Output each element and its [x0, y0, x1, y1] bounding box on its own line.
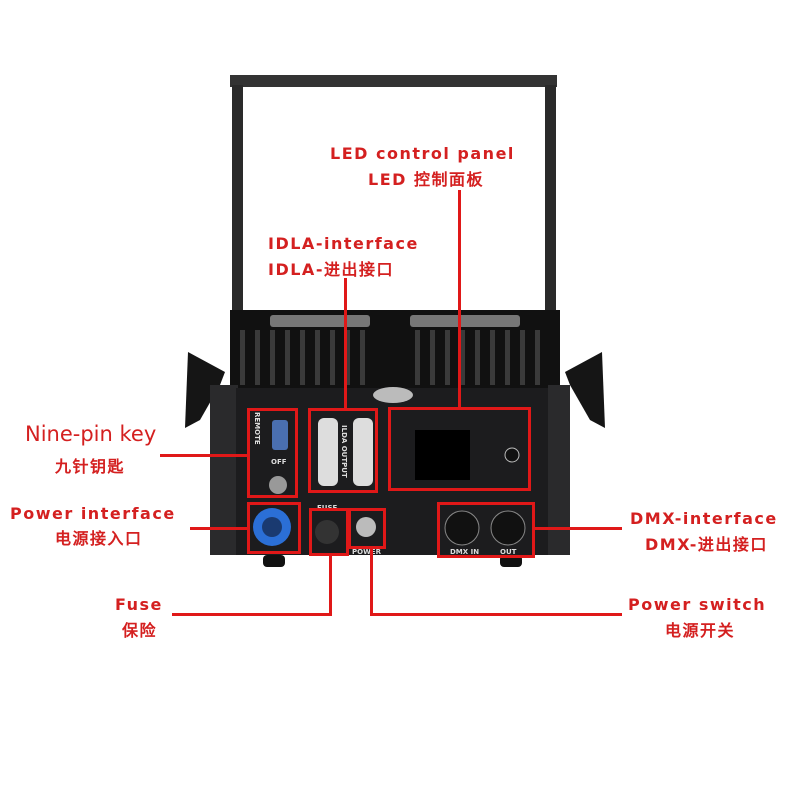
- device-label-ilda-output: ILDA OUTPUT: [340, 425, 348, 478]
- ilda-label-zh: IDLA-进出接口: [268, 260, 394, 279]
- device-label-off: OFF: [271, 458, 287, 466]
- device-label-out: OUT: [500, 548, 517, 556]
- fuse-leader-horizontal: [172, 613, 332, 616]
- power-interface-label-en: Power interface: [10, 504, 176, 523]
- dmx-label-zh: DMX-进出接口: [645, 535, 768, 554]
- led-label-zh: LED 控制面板: [368, 170, 484, 189]
- fuse-label-en: Fuse: [115, 595, 163, 614]
- dmx-leader-line: [534, 527, 622, 530]
- device-label-power: POWER: [352, 548, 381, 556]
- ilda-label-en: IDLA-interface: [268, 234, 419, 253]
- power-interface-label-zh: 电源接入口: [55, 529, 143, 548]
- nine-pin-key-highlight: [247, 408, 298, 498]
- fuse-highlight: [309, 508, 349, 556]
- device-label-dmx-in: DMX IN: [450, 548, 480, 556]
- led-leader-line: [458, 190, 461, 408]
- ilda-interface-highlight: [308, 408, 378, 493]
- fuse-leader-vertical: [329, 555, 332, 616]
- power-switch-label-en: Power switch: [628, 595, 767, 614]
- power-switch-leader-horizontal: [370, 613, 622, 616]
- dmx-interface-highlight: [437, 502, 535, 558]
- led-panel-highlight: [388, 407, 531, 491]
- ilda-leader-line: [344, 278, 347, 409]
- power-switch-leader-vertical: [370, 548, 373, 616]
- device-label-remote: REMOTE: [253, 412, 261, 445]
- dmx-label-en: DMX-interface: [630, 509, 778, 528]
- nine-pin-label-zh: 九针钥匙: [55, 457, 126, 476]
- nine-pin-label-en: Nine-pin key: [25, 422, 157, 446]
- nine-pin-leader-line: [160, 454, 248, 457]
- power-interface-highlight: [247, 502, 301, 554]
- power-switch-label-zh: 电源开关: [665, 621, 736, 640]
- power-switch-highlight: [348, 508, 386, 549]
- fuse-label-zh: 保险: [122, 621, 158, 640]
- led-label-en: LED control panel: [330, 144, 515, 163]
- power-interface-leader-line: [190, 527, 248, 530]
